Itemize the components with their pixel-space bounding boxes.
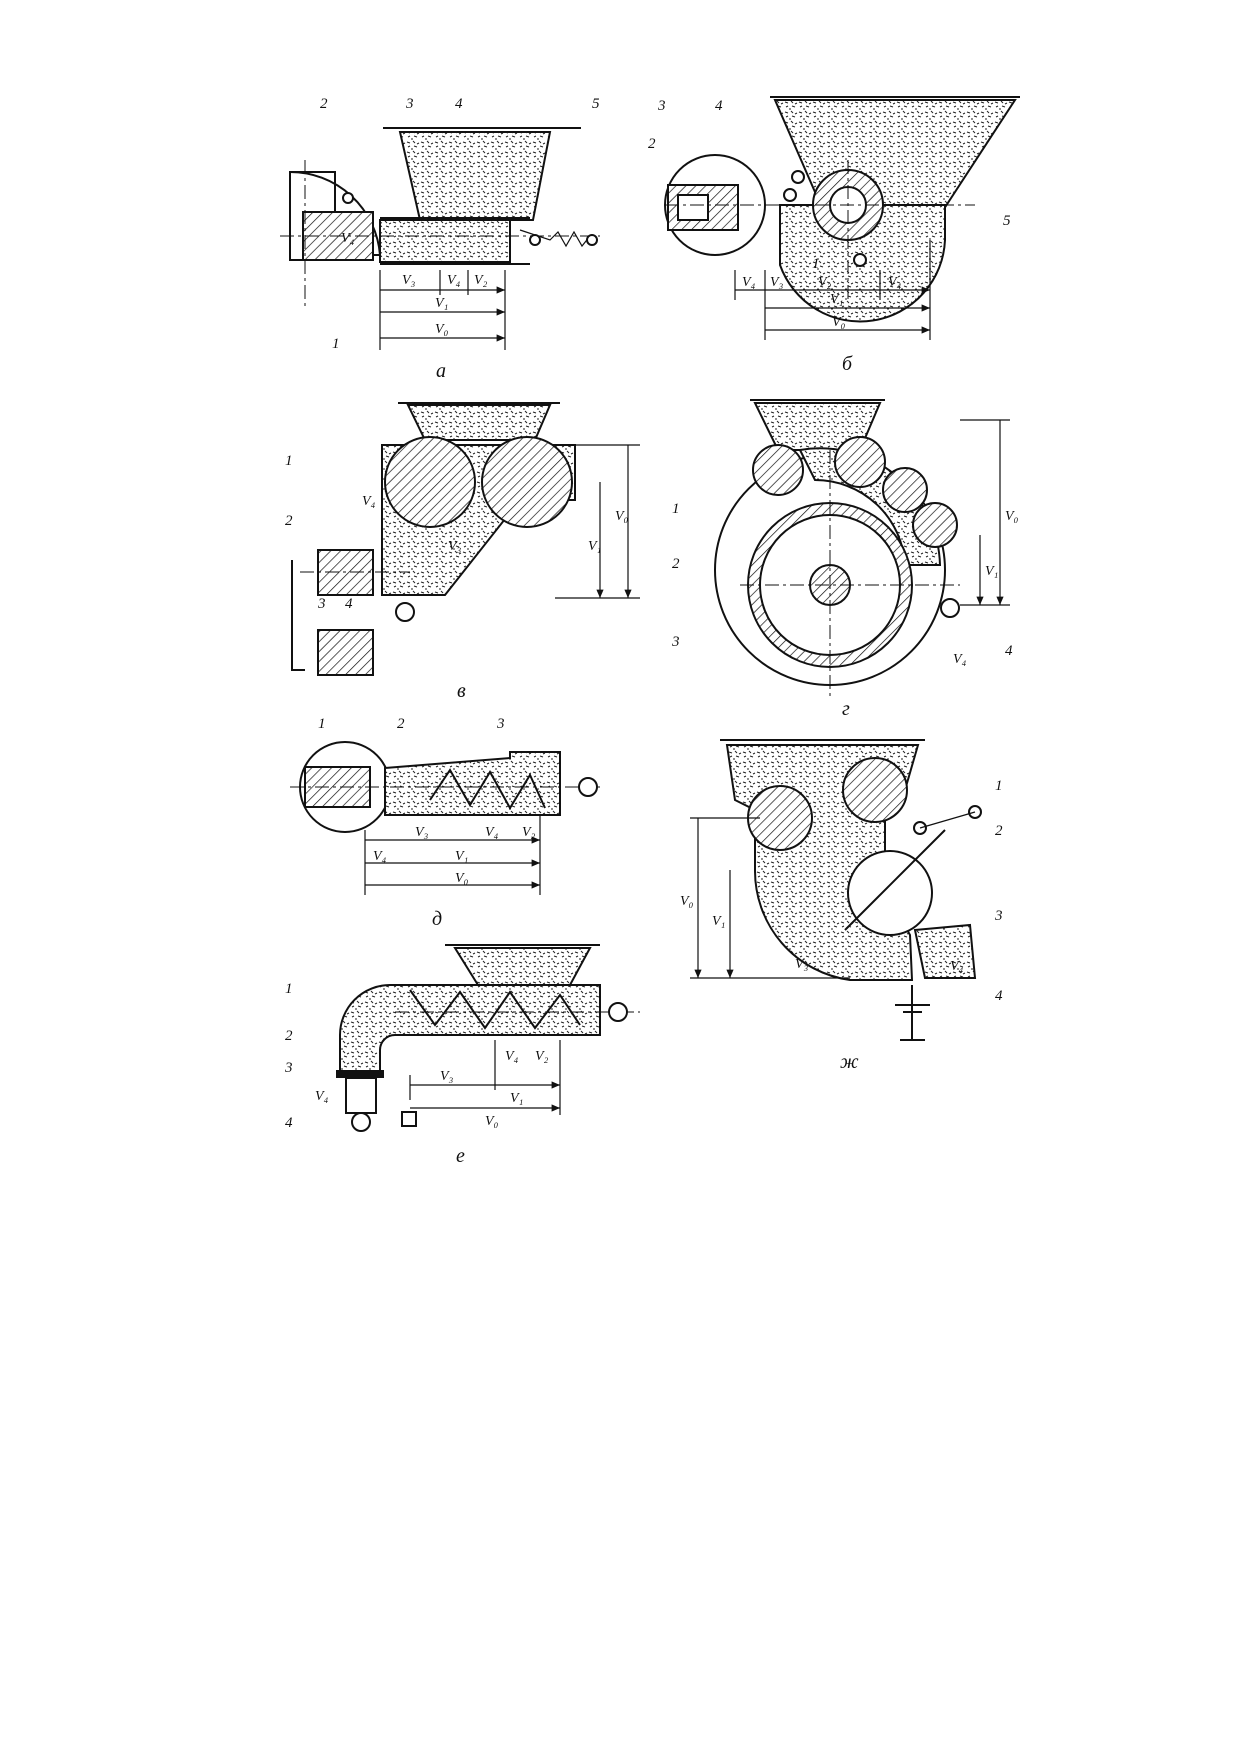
output-block-zh — [913, 923, 977, 979]
part-label-v-4: 4 — [345, 596, 353, 612]
part-label-e-4: 4 — [285, 1115, 293, 1131]
part-label-d-3: 3 — [496, 716, 505, 732]
part-label-v-2: 2 — [285, 513, 293, 529]
dim-b-v4-left: V₄ — [742, 275, 756, 290]
dim-a-v4-piston: V₄ — [341, 231, 355, 246]
part-label-b-1: 1 — [812, 256, 820, 272]
hopper-b — [773, 99, 1017, 216]
part-label-e-1: 1 — [285, 981, 293, 997]
dim-d-v4-left: V₄ — [373, 849, 387, 864]
panel-a: 2 3 4 5 1 V₄ V₃ V₄ V₂ V₁ V₀ а — [280, 96, 600, 382]
part-label-a-5: 5 — [592, 96, 600, 112]
part-label-zh-3: 3 — [994, 908, 1003, 924]
dim-a-v3: V₃ — [402, 273, 416, 288]
dim-d-v3: V₃ — [415, 825, 429, 840]
screw-d — [429, 768, 546, 810]
part-label-d-1: 1 — [318, 716, 326, 732]
dim-e-v2: V₂ — [535, 1049, 549, 1064]
part-label-e-2: 2 — [285, 1028, 293, 1044]
dim-g-v1: V₁ — [985, 564, 998, 579]
part-label-e-3: 3 — [284, 1060, 293, 1076]
roll-g-3 — [882, 467, 928, 513]
caption-e: е — [456, 1145, 465, 1167]
roll-left-v — [384, 436, 476, 528]
chamber-a — [379, 219, 511, 263]
dim-zh-v3: V₃ — [795, 957, 809, 972]
caption-g: г — [842, 698, 850, 720]
dim-b-v2: V₂ — [818, 275, 832, 290]
panel-d: 1 2 3 V₃ V₄ V₂ V₄ V₁ V₀ д — [290, 716, 600, 930]
panel-zh: 1 2 3 4 V₀ V₁ V₃ V₄ ж — [680, 739, 1003, 1073]
hopper-a — [398, 131, 552, 221]
dim-v-v3: V₃ — [448, 539, 462, 554]
part-label-g-2: 2 — [672, 556, 680, 572]
dim-a-v4: V₄ — [447, 273, 461, 288]
panel-g: 1 2 3 4 V₀ V₁ V₄ г — [671, 399, 1019, 720]
part-label-a-3: 3 — [405, 96, 414, 112]
part-label-d-2: 2 — [397, 716, 405, 732]
dim-d-v0: V₀ — [455, 871, 469, 886]
part-label-zh-4: 4 — [995, 988, 1003, 1004]
dim-v-v1: V₁ — [588, 539, 601, 554]
dim-a-v0: V₀ — [435, 322, 449, 337]
part-label-zh-1: 1 — [995, 778, 1003, 794]
panel-b: 3 4 2 5 1 V₄ V₃ V₂ V₄ V₁ V₀ б — [648, 96, 1020, 375]
panel-e: 1 2 3 4 V₄ V₃ V₄ V₂ V₁ V₀ е — [284, 944, 640, 1167]
part-label-b-4: 4 — [715, 98, 723, 114]
screw-e — [409, 989, 581, 1030]
roll-g-1 — [752, 444, 804, 496]
part-label-b-3: 3 — [657, 98, 666, 114]
dim-g-v0: V₀ — [1005, 509, 1019, 524]
part-label-zh-2: 2 — [995, 823, 1003, 839]
dim-v-v4: V₄ — [362, 494, 376, 509]
dim-e-v4: V₄ — [505, 1049, 519, 1064]
dim-a-v1: V₁ — [435, 296, 448, 311]
dim-e-v0: V₀ — [485, 1114, 499, 1129]
part-label-g-4: 4 — [1005, 643, 1013, 659]
dim-b-v1: V₁ — [830, 292, 843, 307]
dim-b-v3: V₃ — [770, 275, 784, 290]
dim-a-v2: V₂ — [474, 273, 488, 288]
caption-v: в — [457, 680, 466, 702]
dim-d-v1: V₁ — [455, 849, 468, 864]
part-label-b-5: 5 — [1003, 213, 1011, 229]
part-label-v-1: 1 — [285, 453, 293, 469]
roll-g-2 — [834, 436, 886, 488]
dim-zh-v1: V₁ — [712, 914, 725, 929]
roll-right-v — [481, 436, 573, 528]
caption-b: б — [842, 353, 853, 375]
part-label-b-2: 2 — [648, 136, 656, 152]
hopper-e — [453, 947, 592, 986]
roll-g-4 — [912, 502, 958, 548]
dim-b-v4-right: V₄ — [888, 275, 902, 290]
dim-d-v4: V₄ — [485, 825, 499, 840]
dim-e-v3: V₃ — [440, 1069, 454, 1084]
part-label-g-3: 3 — [671, 634, 680, 650]
hopper-v — [406, 404, 552, 441]
panel-v: 1 2 3 4 V₄ V₃ V₁ V₀ в — [285, 402, 640, 702]
dim-d-v2: V₂ — [522, 825, 536, 840]
part-label-a-4: 4 — [455, 96, 463, 112]
caption-zh: ж — [840, 1051, 859, 1073]
caption-d: д — [432, 908, 442, 930]
roll-right-zh — [842, 757, 908, 823]
dim-zh-v4: V₄ — [950, 959, 964, 974]
part-label-a-1: 1 — [332, 336, 340, 352]
dim-e-v1: V₁ — [510, 1091, 523, 1106]
part-label-g-1: 1 — [672, 501, 680, 517]
caption-a: а — [436, 360, 446, 382]
screw-body-e — [339, 984, 601, 1076]
part-label-a-2: 2 — [320, 96, 328, 112]
dim-e-v4-mold: V₄ — [315, 1089, 329, 1104]
dim-v-v0: V₀ — [615, 509, 629, 524]
dim-g-v4: V₄ — [953, 652, 967, 667]
part-label-v-3: 3 — [317, 596, 326, 612]
dim-b-v0: V₀ — [832, 315, 846, 330]
dim-zh-v0: V₀ — [680, 894, 694, 909]
mold-e — [345, 1077, 377, 1114]
disc-zh — [847, 850, 933, 936]
